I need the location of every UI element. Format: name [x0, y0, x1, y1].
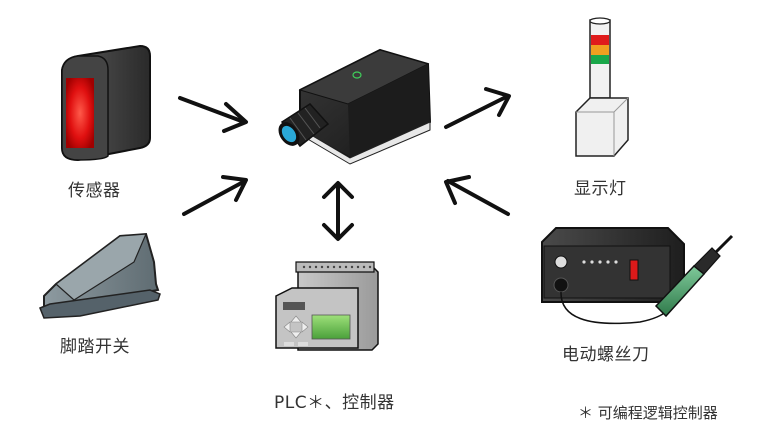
indicator-light-label: 显示灯	[574, 179, 627, 199]
sensor-device	[61, 44, 151, 162]
arrow-screwdriver-to-camera	[444, 175, 510, 216]
electric-screwdriver-device	[541, 227, 734, 325]
footnote: ＊ 可编程逻辑控制器	[578, 404, 718, 422]
foot-switch-device	[39, 232, 161, 319]
electric-screwdriver-label: 电动螺丝刀	[562, 345, 650, 365]
sensor-label: 传感器	[68, 181, 121, 201]
foot-switch-label: 脚踏开关	[60, 337, 130, 357]
plc-label: PLC＊、控制器	[274, 393, 395, 413]
arrow-camera-plc-bidirectional	[322, 181, 354, 241]
plc-device	[275, 261, 379, 351]
camera-device	[278, 48, 432, 165]
arrow-sensor-to-camera	[178, 96, 248, 133]
arrow-foot-switch-to-camera	[182, 175, 248, 216]
arrow-camera-to-indicator-light	[444, 87, 511, 129]
indicator-light-device	[575, 17, 629, 157]
